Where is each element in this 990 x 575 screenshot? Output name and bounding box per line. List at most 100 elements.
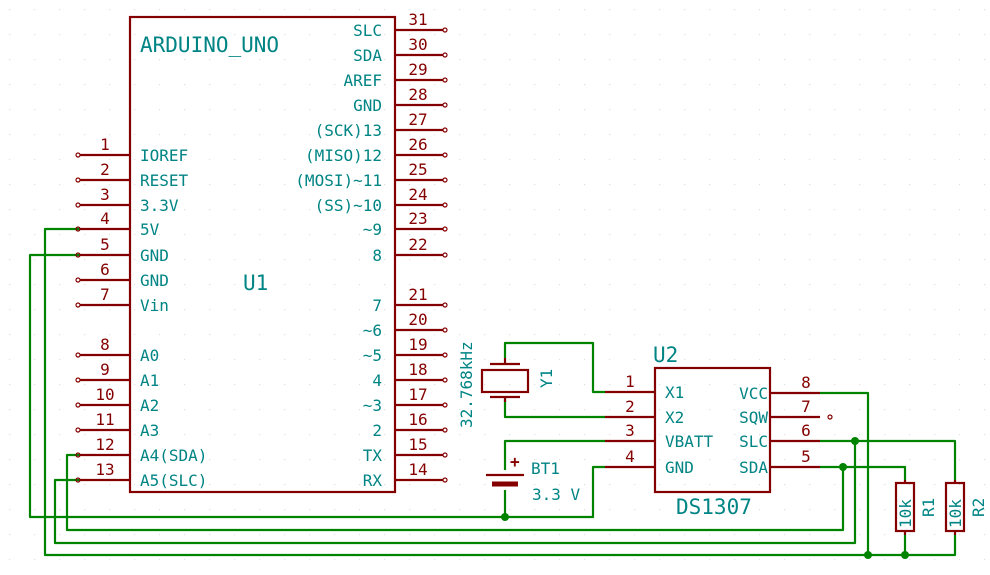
arduino-left-pin-name: A1	[140, 371, 159, 390]
arduino-right-pin-name: 8	[372, 246, 382, 265]
arduino-right-pin-name: RX	[363, 471, 383, 490]
arduino-right-pin-name: GND	[353, 96, 382, 115]
arduino-left-pin-number: 8	[100, 335, 110, 354]
ds1307-right-pin-name: SDA	[739, 458, 768, 477]
ds1307-left-pin-name: GND	[665, 458, 694, 477]
arduino-left-pin-number: 9	[100, 360, 110, 379]
arduino-left-pin-number: 3	[100, 185, 110, 204]
arduino-right-pin-end	[442, 477, 448, 483]
ds1307-left-pin-number: 1	[625, 372, 635, 391]
arduino-right-pin-end	[442, 152, 448, 158]
arduino-left-pin-end	[75, 402, 81, 408]
arduino-left-pin-number: 6	[100, 260, 110, 279]
arduino-right-pin-number: 17	[408, 385, 427, 404]
ds1307-left-pin-name: X2	[665, 408, 684, 427]
arduino-left-pin-number: 5	[100, 235, 110, 254]
battery-bt1[interactable]: + BT1 3.3 V	[486, 452, 581, 504]
junction-dot	[839, 463, 847, 471]
arduino-right-pin-name: ~9	[363, 220, 382, 239]
arduino-left-pin-end	[75, 277, 81, 283]
arduino-left-pin-name: 5V	[140, 220, 160, 239]
arduino-right-pin-number: 19	[408, 335, 427, 354]
arduino-right-pin-number: 24	[408, 185, 427, 204]
arduino-left-pin-end	[75, 226, 81, 232]
ds1307-body	[653, 366, 772, 494]
arduino-right-pin-end	[442, 427, 448, 433]
arduino-right-pin-number: 31	[408, 10, 427, 29]
junction-dot	[901, 551, 909, 559]
r2-value-label: 10k	[946, 499, 965, 528]
crystal-ref-label: Y1	[537, 369, 556, 388]
arduino-left-pin-end	[75, 427, 81, 433]
arduino-right-pin-name: (SCK)13	[315, 121, 382, 140]
arduino-left-pin-end	[75, 152, 81, 158]
arduino-right-pin-number: 20	[408, 310, 427, 329]
resistor-r2[interactable]: 10k R2	[944, 480, 988, 535]
battery-value-label: 3.3 V	[532, 485, 581, 504]
arduino-right-pin-number: 28	[408, 85, 427, 104]
arduino-left-pin-end	[75, 302, 81, 308]
arduino-right-pin-end	[442, 252, 448, 258]
junction-dot	[864, 551, 872, 559]
ds1307-left-pin-number: 4	[625, 447, 635, 466]
ds1307-right-pin-number: 7	[801, 397, 811, 416]
ds1307-right-pin-number: 6	[801, 421, 811, 440]
arduino-right-pin-name: ~5	[363, 346, 382, 365]
arduino-left-pin-end	[75, 177, 81, 183]
arduino-right-pin-name: ~6	[363, 321, 382, 340]
arduino-right-pin-end	[442, 402, 448, 408]
junction-dot	[501, 513, 509, 521]
ds1307-right-pin-name: SQW	[739, 408, 768, 427]
arduino-right-pin-number: 23	[408, 209, 427, 228]
arduino-left-pin-name: GND	[140, 271, 169, 290]
arduino-uno-component[interactable]: ARDUINO_UNO U1 1IOREF2RESET33.3V45V5GND6…	[75, 10, 448, 494]
resistor-r1[interactable]: 10k R1	[894, 480, 938, 535]
arduino-right-pin-name: 4	[372, 371, 382, 390]
arduino-left-pin-name: A0	[140, 346, 159, 365]
r2-ref-label: R2	[969, 498, 988, 517]
arduino-left-pin-name: RESET	[140, 171, 189, 190]
arduino-left-pin-end	[75, 252, 81, 258]
arduino-right-pin-name: TX	[363, 446, 383, 465]
arduino-right-pin-name: (MOSI)~11	[295, 171, 382, 190]
arduino-right-pin-end	[442, 377, 448, 383]
arduino-right-pin-end	[442, 77, 448, 83]
arduino-left-pin-name: A2	[140, 396, 159, 415]
ds1307-right-pin-number: 5	[801, 447, 811, 466]
wire-vbatt	[503, 439, 605, 470]
arduino-left-pin-number: 7	[100, 285, 110, 304]
arduino-right-pin-name: (SS)~10	[315, 196, 382, 215]
arduino-right-pin-number: 29	[408, 60, 427, 79]
arduino-right-pin-end	[442, 52, 448, 58]
junctions	[501, 437, 909, 559]
arduino-right-pin-end	[442, 226, 448, 232]
arduino-right-pin-end	[442, 302, 448, 308]
arduino-right-pin-end	[442, 102, 448, 108]
junction-dot	[851, 437, 859, 445]
arduino-ref-label: U1	[243, 271, 268, 295]
arduino-right-pin-name: ~3	[363, 396, 382, 415]
wire-crystal-x2	[503, 400, 605, 419]
arduino-right-pin-number: 18	[408, 360, 427, 379]
arduino-right-pin-number: 26	[408, 135, 427, 154]
arduino-value-label: ARDUINO_UNO	[140, 33, 279, 57]
wire-slc-r2	[855, 439, 957, 480]
wire-pullup-rail	[868, 535, 957, 557]
arduino-left-pin-end	[75, 452, 81, 458]
arduino-left-pin-name: GND	[140, 246, 169, 265]
wire-5v	[43, 227, 870, 557]
ds1307-right-pin-name: VCC	[739, 384, 768, 403]
crystal-y1[interactable]: Y1 32.768kHz	[457, 341, 556, 428]
r1-value-label: 10k	[896, 499, 915, 528]
arduino-right-pin-end	[442, 127, 448, 133]
arduino-right-pin-number: 21	[408, 285, 427, 304]
ds1307-ref-label: U2	[653, 343, 678, 367]
arduino-right-pin-number: 16	[408, 410, 427, 429]
wire-sda-r1	[843, 465, 907, 480]
arduino-right-pin-number: 25	[408, 160, 427, 179]
arduino-right-pin-name: SLC	[353, 21, 382, 40]
ds1307-right-pin-number: 8	[801, 373, 811, 392]
